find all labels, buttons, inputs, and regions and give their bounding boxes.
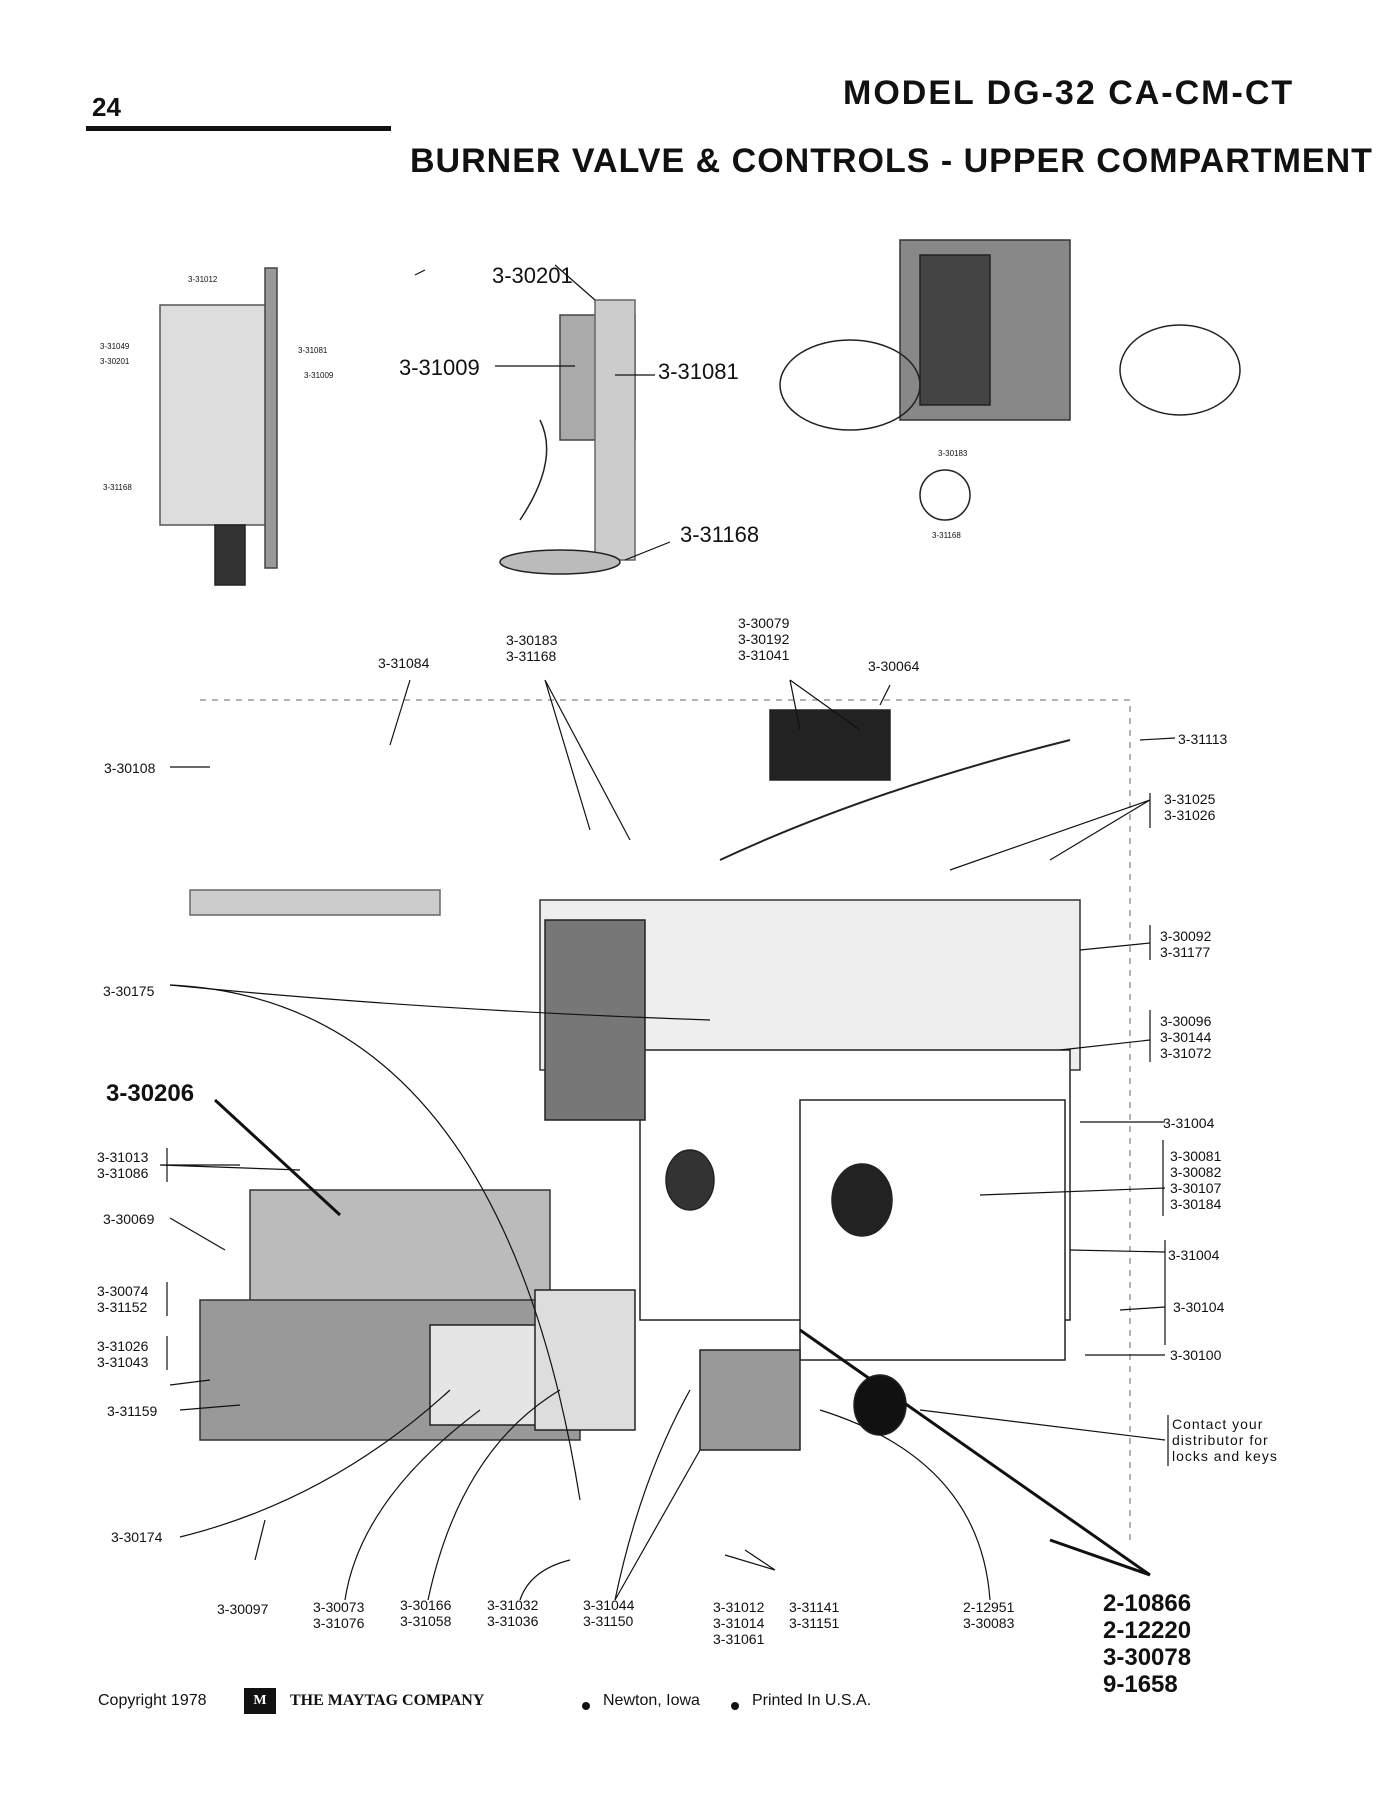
model-title: MODEL DG-32 CA-CM-CT — [843, 74, 1295, 112]
location: Newton, Iowa — [603, 1692, 700, 1709]
callout-3-30175: 3-30175 — [103, 983, 155, 999]
valve-bracket-illustration — [499, 299, 636, 575]
callout-3-30097: 3-30097 — [217, 1601, 269, 1617]
callout-3-30100: 3-30100 — [1170, 1347, 1222, 1363]
transformer-illustration — [779, 239, 1241, 521]
callout-3-30069: 3-30069 — [103, 1211, 155, 1227]
callout-3-30104: 3-30104 — [1173, 1299, 1225, 1315]
callout-3-31004-bottom: 3-31004 — [1168, 1247, 1220, 1263]
inset-left-label-5: 3-31009 — [304, 371, 334, 380]
page-number: 24 — [92, 92, 121, 122]
inset-left-label-4: 3-31081 — [298, 346, 328, 355]
maytag-logo: M — [244, 1688, 276, 1714]
page-number-rule — [86, 126, 391, 131]
inset-middle-label-2: 3-31009 — [399, 355, 480, 380]
section-title: BURNER VALVE & CONTROLS - UPPER COMPARTM… — [410, 142, 1373, 180]
inset-middle-label-3: 3-31081 — [658, 359, 739, 384]
callout-3-31113: 3-31113 — [1178, 731, 1228, 747]
bullet-icon — [582, 1702, 590, 1710]
callout-3-31084: 3-31084 — [378, 655, 430, 671]
copyright: Copyright 1978 — [98, 1692, 207, 1709]
inset-left-label-3: 3-30201 — [100, 357, 130, 366]
inset-left-label-1: 3-31012 — [188, 275, 218, 284]
inset-middle-label-4: 3-31168 — [680, 522, 760, 547]
printed-in: Printed In U.S.A. — [752, 1692, 872, 1709]
inset-right-label-2: 3-31168 — [932, 531, 961, 540]
burner-plate-illustration — [159, 267, 278, 586]
inset-left-label-6: 3-31168 — [103, 483, 132, 492]
callout-3-30064: 3-30064 — [868, 658, 920, 674]
callout-3-30174: 3-30174 — [111, 1529, 163, 1545]
inset-left-label-2: 3-31049 — [100, 342, 130, 351]
inset-middle-label-1: 3-30201 — [492, 263, 573, 288]
cabinet-illustration — [189, 699, 1131, 1540]
bullet-icon — [731, 1702, 739, 1710]
callout-3-31004-top: 3-31004 — [1163, 1115, 1215, 1131]
callout-3-30108: 3-30108 — [104, 760, 156, 776]
callout-3-31159: 3-31159 — [107, 1403, 158, 1419]
inset-right-label-1: 3-30183 — [938, 449, 968, 458]
company-name: THE MAYTAG COMPANY — [290, 1692, 485, 1709]
callout-3-30206: 3-30206 — [106, 1080, 195, 1107]
